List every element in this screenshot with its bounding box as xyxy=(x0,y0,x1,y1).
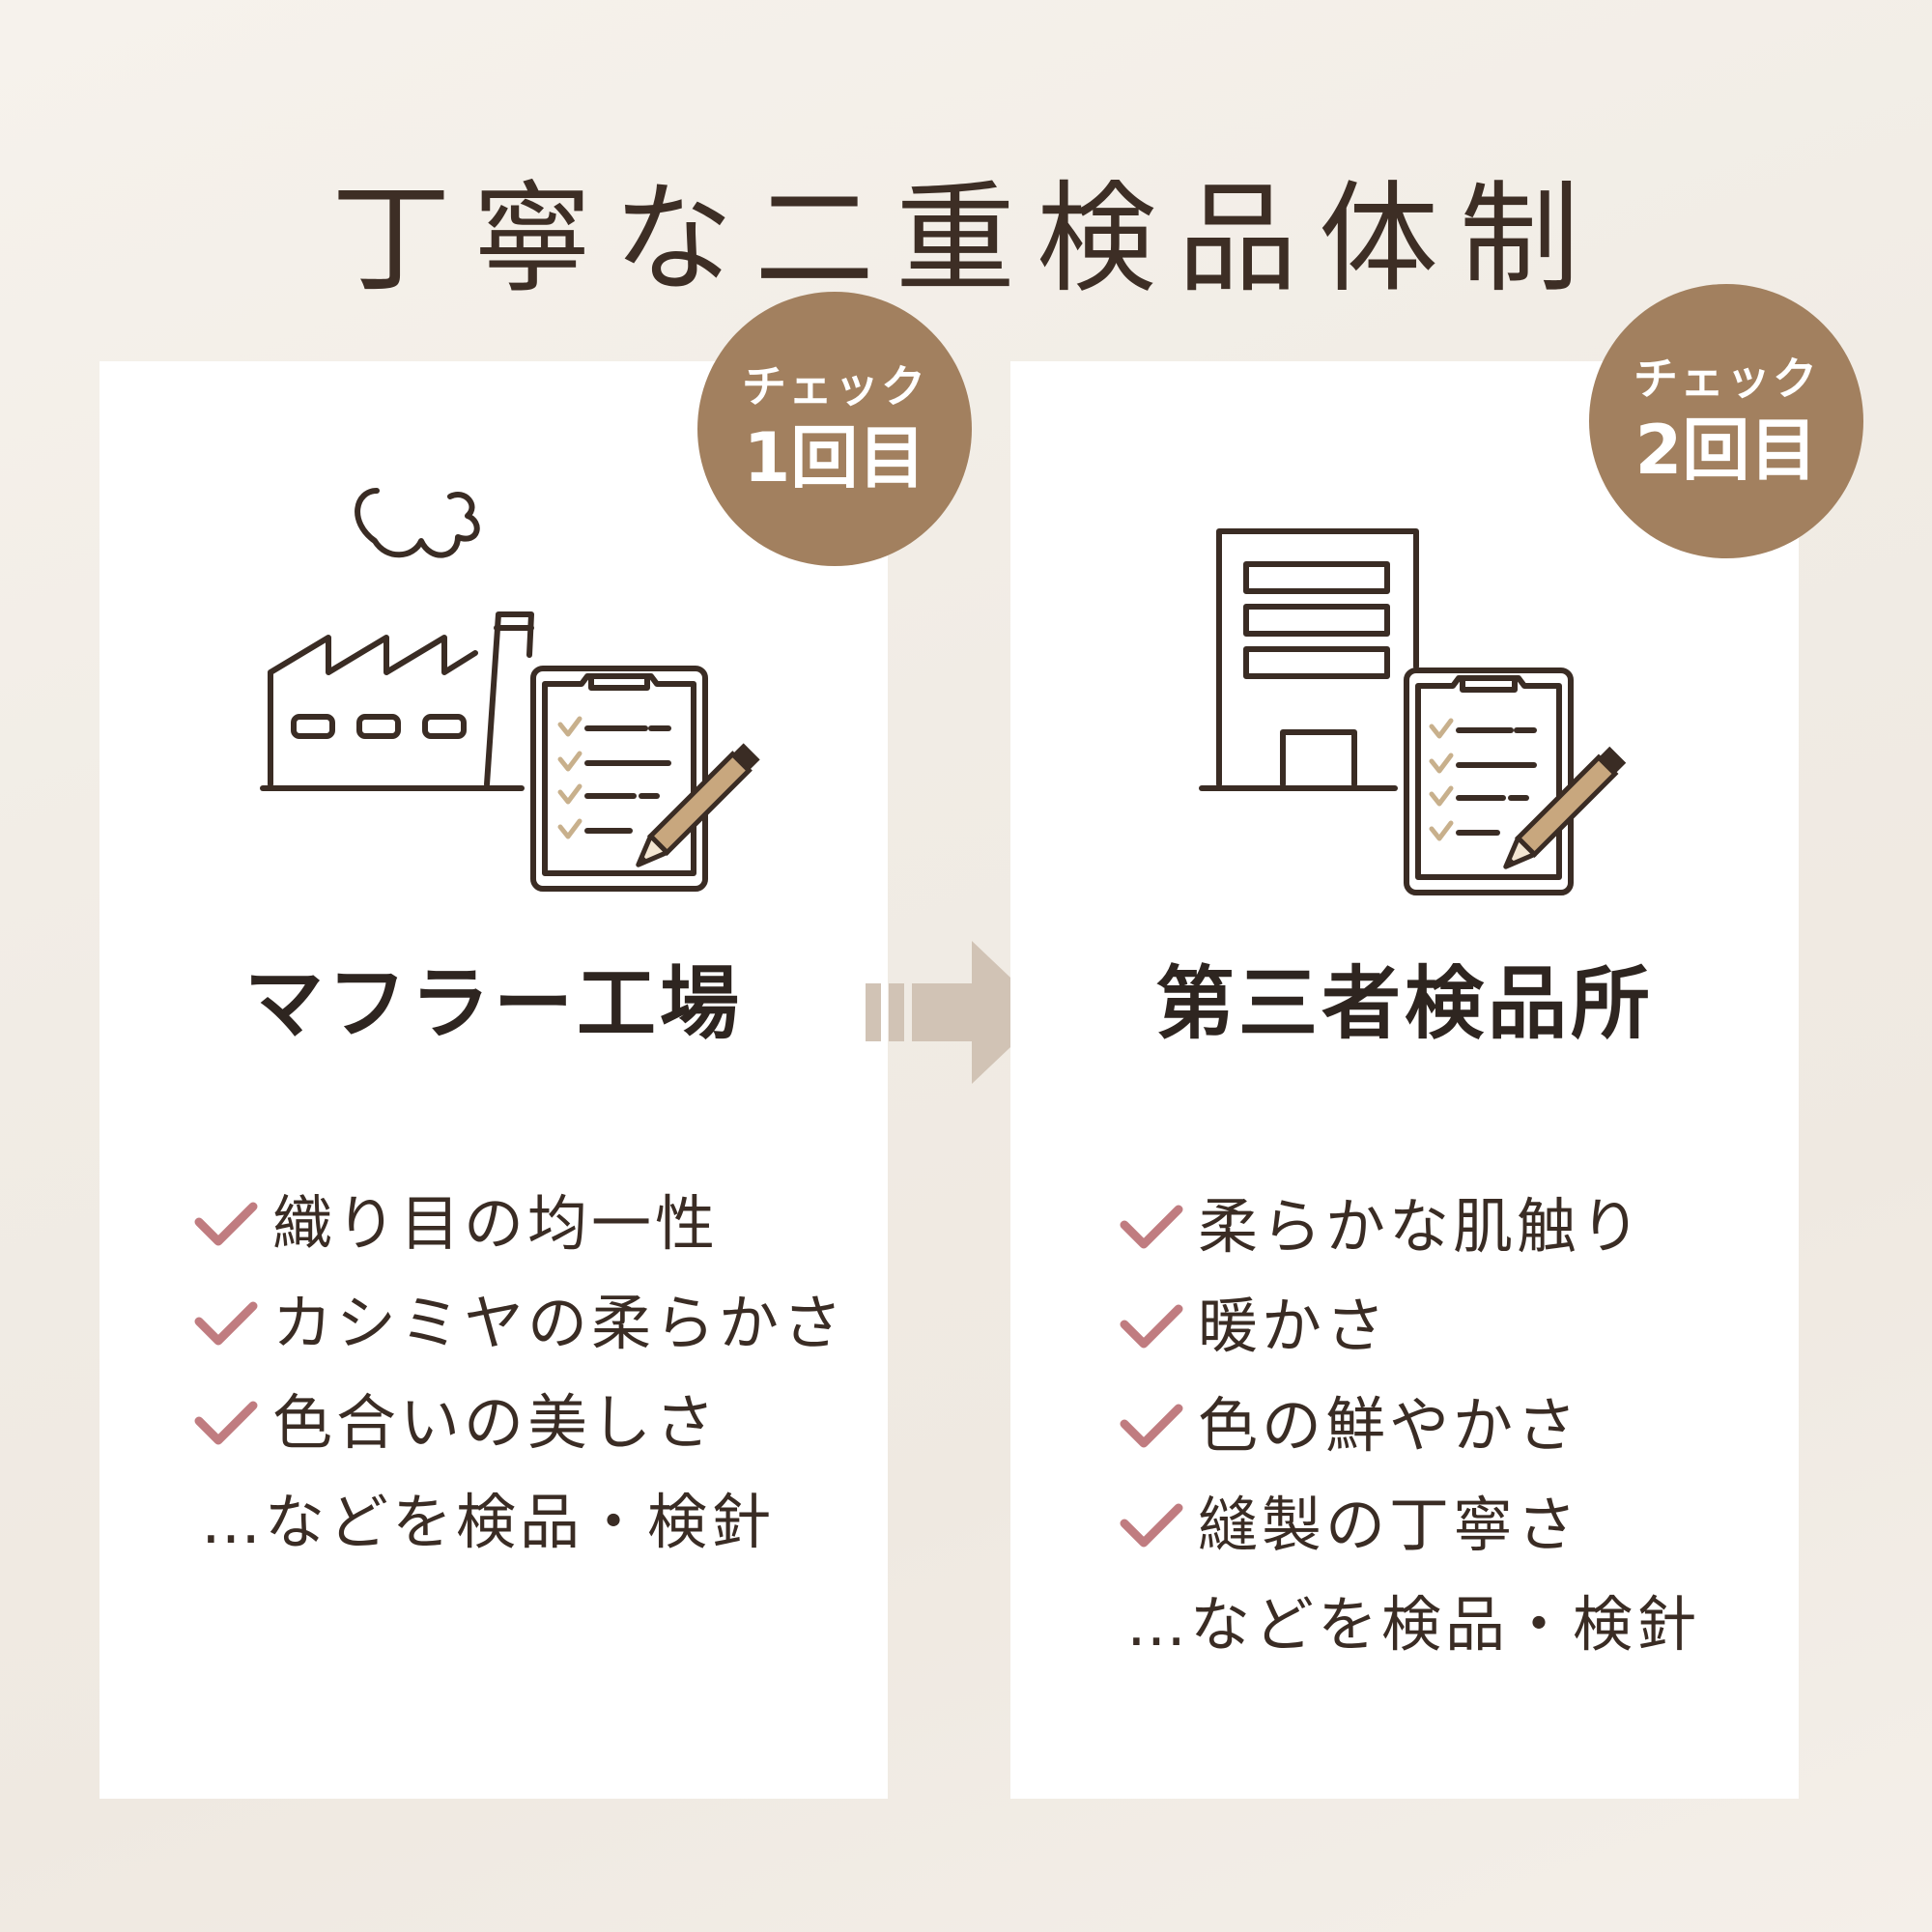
inspection-place-third-party: 第三者検品所 xyxy=(1154,958,1654,1050)
check-item-label: 縫製の丁寧さ xyxy=(1198,1489,1581,1560)
check-item-label: 暖かさ xyxy=(1198,1290,1390,1361)
badge-count: 1回目 xyxy=(743,418,926,497)
badge-label: チェック xyxy=(1634,353,1819,405)
inspection-card-third-party xyxy=(1010,361,1799,1799)
list-item: 色合いの美しさ xyxy=(193,1373,846,1472)
check-item-label: カシミヤの柔らかさ xyxy=(272,1287,847,1358)
badge-label: チェック xyxy=(742,360,927,412)
check-item-label: 色の鮮やかさ xyxy=(1198,1389,1581,1461)
check-note: …などを検品・検針 xyxy=(201,1486,776,1557)
list-item: 織り目の均一性 xyxy=(193,1174,846,1273)
right-arrow-icon xyxy=(866,941,1047,1084)
check-badge-2: チェック 2回目 xyxy=(1589,284,1863,558)
list-item: 柔らかな肌触り xyxy=(1119,1177,1700,1276)
check-note: …などを検品・検針 xyxy=(1126,1588,1701,1660)
building-with-clipboard-icon xyxy=(1199,528,1627,895)
list-item: カシミヤの柔らかさ xyxy=(193,1273,846,1373)
check-icon xyxy=(1120,1205,1183,1248)
check-icon xyxy=(194,1301,258,1345)
check-icon xyxy=(194,1202,258,1245)
check-item-label: 柔らかな肌触り xyxy=(1198,1190,1645,1262)
list-item: 色の鮮やかさ xyxy=(1119,1376,1700,1475)
check-icon xyxy=(1120,1304,1183,1348)
inspection-place-factory: マフラー工場 xyxy=(243,958,743,1050)
page-title: 丁寧な二重検品体制 xyxy=(330,170,1601,310)
check-icon xyxy=(194,1401,258,1444)
check-list-third-party: 柔らかな肌触り 暖かさ 色の鮮やかさ 縫製の丁寧さ …などを検品・検針 xyxy=(1119,1177,1700,1674)
check-list-factory: 織り目の均一性 カシミヤの柔らかさ 色合いの美しさ …などを検品・検針 xyxy=(193,1174,846,1572)
list-item: 暖かさ xyxy=(1119,1276,1700,1376)
check-icon xyxy=(1120,1503,1183,1547)
inspection-card-factory xyxy=(99,361,888,1799)
check-icon xyxy=(1120,1404,1183,1447)
check-item-label: 色合いの美しさ xyxy=(272,1386,720,1458)
badge-count: 2回目 xyxy=(1634,411,1818,490)
check-item-label: 織り目の均一性 xyxy=(272,1187,720,1259)
list-item: 縫製の丁寧さ xyxy=(1119,1475,1700,1575)
check-badge-1: チェック 1回目 xyxy=(697,292,972,566)
factory-with-clipboard-icon xyxy=(260,488,760,892)
